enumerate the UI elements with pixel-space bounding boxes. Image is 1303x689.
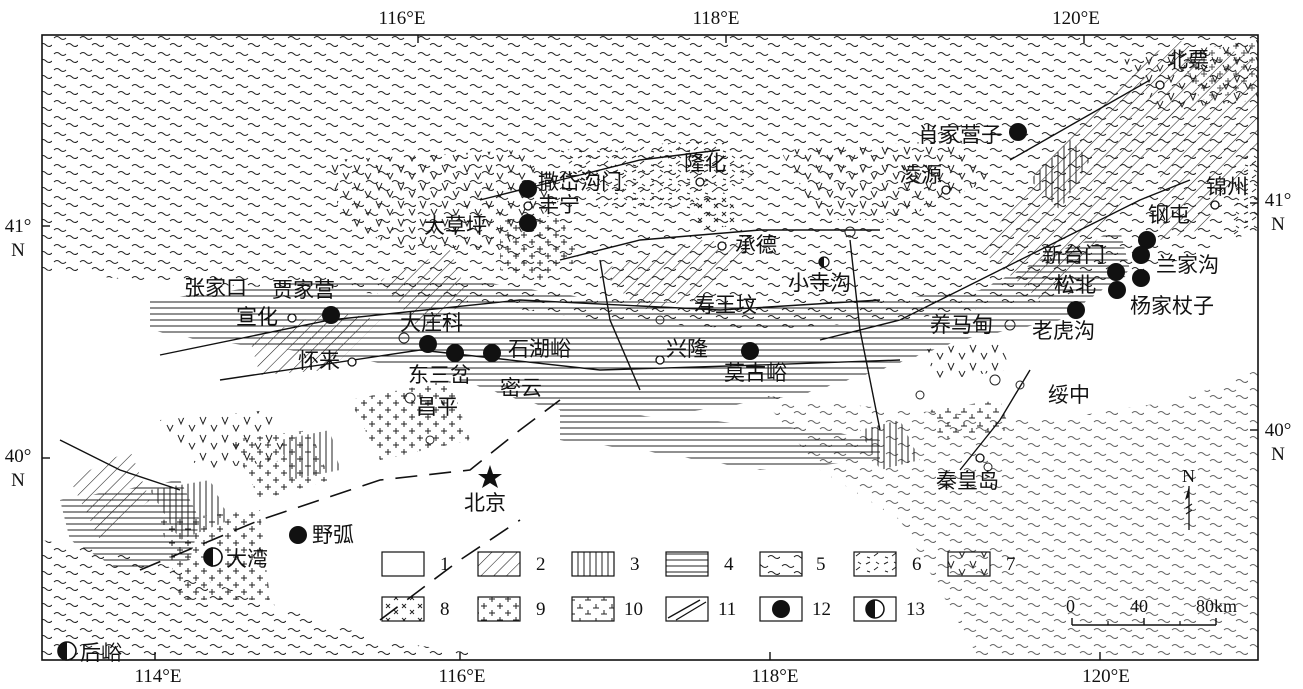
beijing-star-icon [478, 465, 502, 488]
scale-0: 0 [1066, 596, 1075, 616]
deposit-lanjiagou-b [1132, 269, 1150, 287]
legend-3: 3 [630, 554, 640, 575]
label-dacaoping: 大草坪 [424, 214, 487, 238]
coord-bottom-116: 116°E [439, 666, 486, 687]
scale-bar: 0 40 80km [1066, 596, 1237, 626]
legend-9: 9 [536, 599, 546, 620]
label-shouwangfen: 寿王坟 [694, 293, 757, 317]
coord-top-116: 116°E [379, 8, 426, 29]
label-beijing: 北京 [464, 491, 506, 515]
deposit-laohugou [1067, 301, 1085, 319]
label-suizhong: 绥中 [1048, 383, 1090, 407]
label-xuanhua: 宣化 [236, 305, 278, 329]
label-fengning: 丰宁 [538, 193, 580, 217]
label-dongsancha: 东三岔 [408, 363, 471, 387]
label-mogu-yu: 莫古峪 [724, 361, 787, 385]
scale-80km: 80km [1196, 596, 1237, 616]
legend-5: 5 [816, 554, 826, 575]
label-zhangjiakou: 张家口 [184, 276, 247, 300]
label-changping: 昌平 [416, 395, 458, 419]
label-longhua: 隆化 [684, 151, 726, 175]
label-houyu: 后峪 [80, 641, 122, 665]
coord-bottom-118: 118°E [752, 666, 799, 687]
deposit-houyu [57, 641, 77, 661]
coord-bottom-114: 114°E [135, 666, 182, 687]
label-gangtun: 钢屯 [1148, 203, 1190, 227]
legend-7: 7 [1006, 554, 1016, 575]
north-label: N [1182, 466, 1195, 486]
coord-right-41-n: N [1271, 214, 1285, 235]
deposit-gangtun [1138, 231, 1156, 249]
legend: 1 2 3 4 5 6 7 8 9 10 11 12 13 [381, 551, 1016, 622]
label-xinglong: 兴隆 [666, 337, 708, 361]
legend-8: 8 [440, 599, 450, 620]
deposit-symbols [57, 123, 1156, 661]
geology-units [42, 35, 1258, 660]
deposit-yehu [289, 526, 307, 544]
deposit-dazhuangke [419, 335, 437, 353]
place-labels: 北票 肖家营子 锦州 钢屯 兰家沟 新台门 松北 杨家杖子 老虎沟 养马甸 绥中… [80, 48, 1248, 665]
label-qinhuangdao: 秦皇岛 [936, 469, 999, 493]
label-dawan: 大湾 [226, 547, 268, 571]
coord-top-118: 118°E [693, 8, 740, 29]
label-laohugou: 老虎沟 [1032, 319, 1095, 343]
label-beipiao: 北票 [1167, 48, 1209, 72]
label-xiaosigou: 小寺沟 [788, 271, 851, 295]
deposit-dongsancha [446, 344, 464, 362]
label-miyun: 密云 [500, 376, 542, 400]
coord-left-41-n: N [11, 240, 25, 261]
label-lingyuan: 凌源 [900, 163, 942, 187]
label-yangmadian: 养马甸 [930, 313, 993, 337]
coord-right-41: 41° [1265, 190, 1292, 211]
label-lanjiagou: 兰家沟 [1156, 253, 1219, 277]
legend-13: 13 [906, 599, 925, 620]
legend-12: 12 [812, 599, 831, 620]
deposit-shihuyu [483, 344, 501, 362]
deposit-dacaoping [519, 214, 537, 232]
label-chengde: 承德 [735, 233, 777, 257]
north-arrow-icon [1185, 486, 1189, 500]
label-sadaigoumen: 撒岱沟门 [538, 170, 622, 194]
coord-left-41: 41° [5, 216, 32, 237]
legend-1: 1 [440, 554, 450, 575]
deposit-dawan [203, 547, 223, 567]
coord-top-120: 120°E [1052, 8, 1100, 29]
legend-6: 6 [912, 554, 922, 575]
deposit-lanjiagou-a [1132, 246, 1150, 264]
label-dazhuangke: 大庄科 [400, 311, 463, 335]
label-xiaojiayingzi: 肖家营子 [918, 123, 1002, 147]
label-xintaimen: 新台门 [1042, 243, 1105, 267]
label-jiajiaying: 贾家营 [272, 278, 335, 302]
deposit-mogu-yu [741, 342, 759, 360]
coord-right-40: 40° [1265, 420, 1292, 441]
legend-11: 11 [718, 599, 736, 620]
map-frame [41, 34, 1259, 661]
coord-left-40: 40° [5, 446, 32, 467]
deposit-xiaojiayingzi [1009, 123, 1027, 141]
coord-bottom-120: 120°E [1082, 666, 1130, 687]
deposit-jiajiaying [322, 306, 340, 324]
legend-4: 4 [724, 554, 734, 575]
deposit-sadaigoumen [519, 180, 537, 198]
legend-10: 10 [624, 599, 643, 620]
label-shihuyu: 石湖峪 [508, 337, 571, 361]
label-songbei: 松北 [1054, 273, 1096, 297]
coord-left-40-n: N [11, 470, 25, 491]
deposit-xiaosigou [818, 256, 830, 268]
label-yangjiazhangzi: 杨家杖子 [1130, 294, 1214, 318]
deposit-songbei [1108, 281, 1126, 299]
legend-2: 2 [536, 554, 546, 575]
north-arrow: N [1182, 466, 1195, 530]
scale-40: 40 [1130, 596, 1148, 616]
label-huailai: 怀来 [298, 349, 340, 373]
city-markers [287, 80, 1220, 463]
label-yehu: 野弧 [312, 523, 354, 547]
deposit-xintaimen [1107, 263, 1125, 281]
label-jinzhou: 锦州 [1206, 175, 1248, 199]
graticule-ticks [42, 35, 1258, 660]
coord-right-40-n: N [1271, 444, 1285, 465]
